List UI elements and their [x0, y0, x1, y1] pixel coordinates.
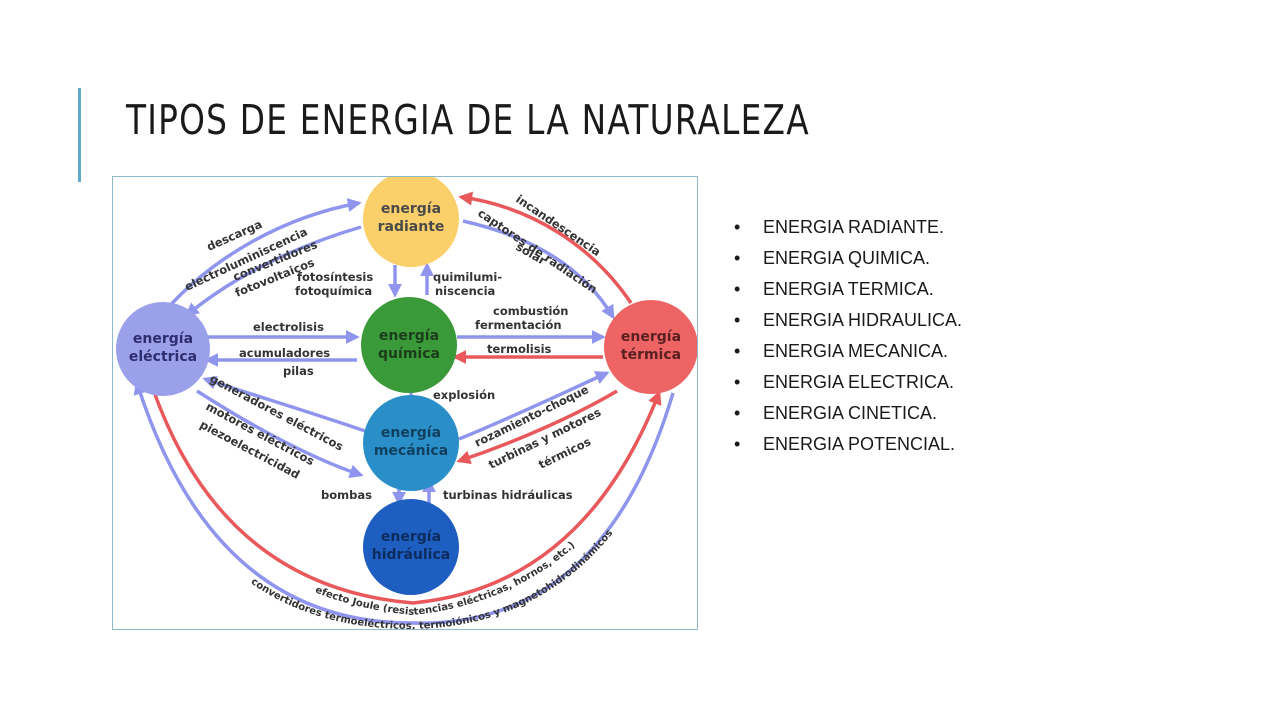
node-mecanica-line1: energía: [381, 425, 441, 441]
node-termica: energía térmica: [604, 300, 697, 394]
arrow-termica-to-mecanica: [456, 389, 618, 465]
node-quimica-line1: energía: [379, 328, 439, 344]
arrow-mecanica-to-termica: [458, 371, 610, 441]
list-item: ENERGIA QUIMICA.: [734, 243, 962, 274]
arrow-electrica-to-termica-joule: [151, 388, 662, 605]
node-quimica: energía química: [361, 297, 457, 393]
label-turbinas-hidraulicas: turbinas hidráulicas: [443, 488, 573, 502]
label-explosion: explosión: [433, 388, 495, 402]
label-fotoquimica: fotoquímica: [295, 284, 372, 298]
list-item: ENERGIA POTENCIAL.: [734, 429, 962, 460]
node-mecanica: energía mecánica: [363, 395, 459, 491]
label-electrolisis: electrolisis: [253, 320, 324, 334]
list-item: ENERGIA CINETICA.: [734, 398, 962, 429]
arrow-termica-to-electrica-convertidores: [133, 380, 675, 625]
node-hidraulica: energía hidráulica: [363, 499, 459, 595]
label-bombas: bombas: [321, 488, 372, 502]
list-item: ENERGIA ELECTRICA.: [734, 367, 962, 398]
arrow-electrica-to-radiante: [163, 198, 362, 313]
label-acumuladores: acumuladores: [239, 346, 330, 360]
slide-title: TIPOS DE ENERGIA DE LA NATURALEZA: [126, 96, 810, 144]
node-hidraulica-line2: hidráulica: [372, 547, 450, 563]
node-electrica-line1: energía: [133, 331, 193, 347]
energy-types-list: ENERGIA RADIANTE. ENERGIA QUIMICA. ENERG…: [734, 212, 962, 460]
node-termica-line1: energía: [621, 329, 681, 345]
list-item: ENERGIA MECANICA.: [734, 336, 962, 367]
node-radiante-line2: radiante: [378, 219, 445, 235]
node-radiante-line1: energía: [381, 201, 441, 217]
list-item: ENERGIA RADIANTE.: [734, 212, 962, 243]
title-accent-bar: [78, 88, 81, 182]
arrow-termica-to-radiante: [458, 191, 633, 304]
node-quimica-line2: química: [378, 346, 440, 362]
label-quimilumi: quimilumi-: [433, 270, 502, 284]
list-item: ENERGIA HIDRAULICA.: [734, 305, 962, 336]
arrow-radiante-to-termica: [462, 219, 615, 320]
node-radiante: energía radiante: [363, 177, 459, 267]
node-termica-line2: térmica: [621, 347, 681, 363]
label-niscencia: niscencia: [435, 284, 495, 298]
label-fermentacion: fermentación: [475, 318, 562, 332]
energy-diagram: energía radiante energía química energía…: [116, 177, 697, 629]
node-hidraulica-line1: energía: [381, 529, 441, 545]
label-fotosintesis: fotosíntesis: [297, 270, 373, 284]
arrow-electrica-to-mecanica: [196, 389, 364, 479]
label-termolisis: termolisis: [487, 342, 552, 356]
list-item: ENERGIA TERMICA.: [734, 274, 962, 305]
node-electrica-line2: eléctrica: [129, 349, 197, 365]
label-pilas: pilas: [283, 364, 314, 378]
energy-diagram-figure: energía radiante energía química energía…: [112, 176, 698, 630]
label-combustion: combustión: [493, 304, 569, 318]
arrow-mecanica-to-electrica: [202, 375, 366, 433]
node-electrica: energía eléctrica: [116, 302, 210, 396]
arrow-radiante-to-electrica: [184, 225, 362, 317]
node-mecanica-line2: mecánica: [374, 443, 448, 459]
